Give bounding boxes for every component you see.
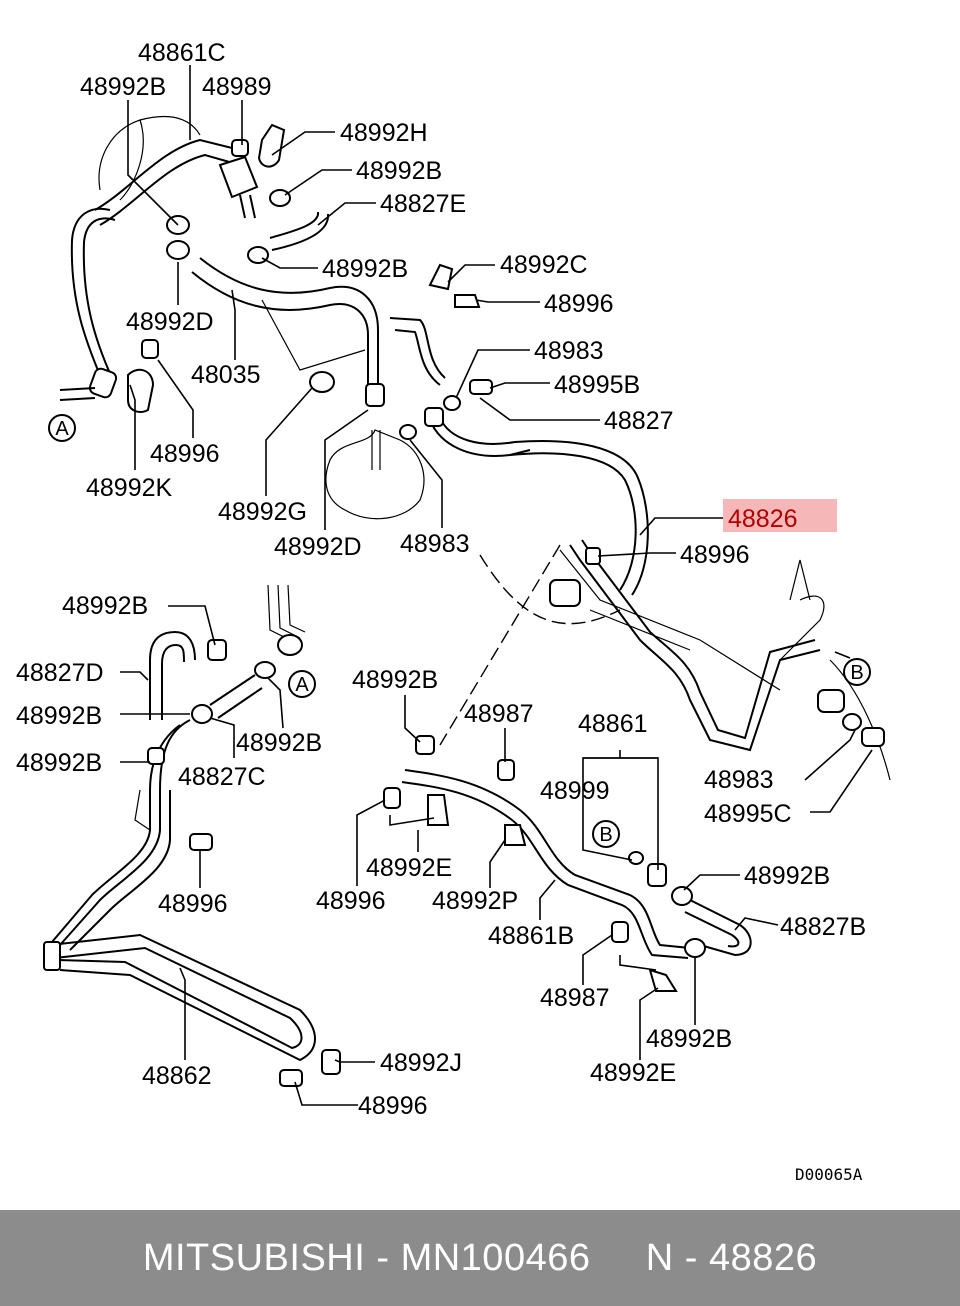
leader-lines — [120, 65, 873, 1106]
label-48992E: 48992E — [366, 854, 452, 882]
label-48827E: 48827E — [380, 190, 466, 218]
label-48996: 48996 — [680, 541, 750, 569]
label-48992B: 48992B — [236, 729, 322, 757]
label-48987: 48987 — [464, 700, 534, 728]
callout-a-lower: A — [288, 670, 316, 698]
label-48035: 48035 — [191, 361, 261, 389]
label-48992B: 48992B — [322, 255, 408, 283]
label-48987: 48987 — [540, 984, 610, 1012]
callout-a-upper: A — [48, 414, 76, 442]
label-48992E: 48992E — [590, 1059, 676, 1087]
power-steering-hose-diagram: A A B B — [16, 39, 891, 1184]
label-48983: 48983 — [704, 766, 774, 794]
callout-b-upper: B — [843, 658, 871, 686]
label-48992B: 48992B — [646, 1025, 732, 1053]
label-48861C: 48861C — [138, 39, 226, 67]
label-48992B: 48992B — [62, 592, 148, 620]
upper-assembly-drawing — [59, 115, 891, 781]
label-48996: 48996 — [544, 290, 614, 318]
label-48992D: 48992D — [274, 533, 362, 561]
label-48992D: 48992D — [126, 308, 214, 336]
label-48992B: 48992B — [16, 702, 102, 730]
part-labels: 48861C 48992B 48989 48992H 48992B 48827E… — [16, 39, 866, 1120]
label-48992G: 48992G — [218, 498, 307, 526]
label-48992B: 48992B — [352, 666, 438, 694]
diagram-reference-code: D00065A — [795, 1165, 863, 1184]
label-48992B: 48992B — [80, 73, 166, 101]
label-48995C: 48995C — [704, 800, 792, 828]
callout-a-lower-text: A — [295, 674, 309, 696]
label-48983: 48983 — [400, 530, 470, 558]
callout-a-upper-text: A — [55, 418, 69, 440]
label-48992K: 48992K — [86, 474, 173, 502]
label-48995B: 48995B — [554, 371, 640, 399]
highlight-box-48826 — [723, 499, 837, 532]
callout-b-lower: B — [592, 820, 620, 848]
label-48992H: 48992H — [340, 119, 428, 147]
label-48992P: 48992P — [432, 887, 518, 915]
lower-left-assembly-drawing — [43, 584, 341, 1087]
footer-part-text: MITSUBISHI - MN100466 N - 48826 — [142, 1236, 818, 1279]
label-48827D: 48827D — [16, 659, 104, 687]
label-48992B: 48992B — [356, 157, 442, 185]
label-48996: 48996 — [316, 887, 386, 915]
label-48996: 48996 — [358, 1092, 428, 1120]
label-48827: 48827 — [604, 407, 674, 435]
label-48992B: 48992B — [744, 862, 830, 890]
label-48989: 48989 — [202, 73, 272, 101]
label-48826-highlighted: 48826 — [728, 505, 798, 533]
callout-b-upper-text: B — [850, 662, 863, 684]
label-48992B: 48992B — [16, 749, 102, 777]
label-48996: 48996 — [150, 440, 220, 468]
label-48996: 48996 — [158, 890, 228, 918]
label-48861: 48861 — [578, 710, 648, 738]
label-48862: 48862 — [142, 1062, 212, 1090]
label-48992J: 48992J — [380, 1049, 462, 1077]
part-info-footer: MITSUBISHI - MN100466 N - 48826 — [0, 1210, 960, 1306]
label-48983: 48983 — [534, 337, 604, 365]
label-48827B: 48827B — [780, 913, 866, 941]
label-48992C: 48992C — [500, 251, 588, 279]
lower-right-assembly-drawing — [383, 735, 752, 992]
callout-b-lower-text: B — [599, 824, 612, 846]
label-48827C: 48827C — [178, 763, 266, 791]
label-48999: 48999 — [540, 777, 610, 805]
label-48861B: 48861B — [488, 922, 574, 950]
